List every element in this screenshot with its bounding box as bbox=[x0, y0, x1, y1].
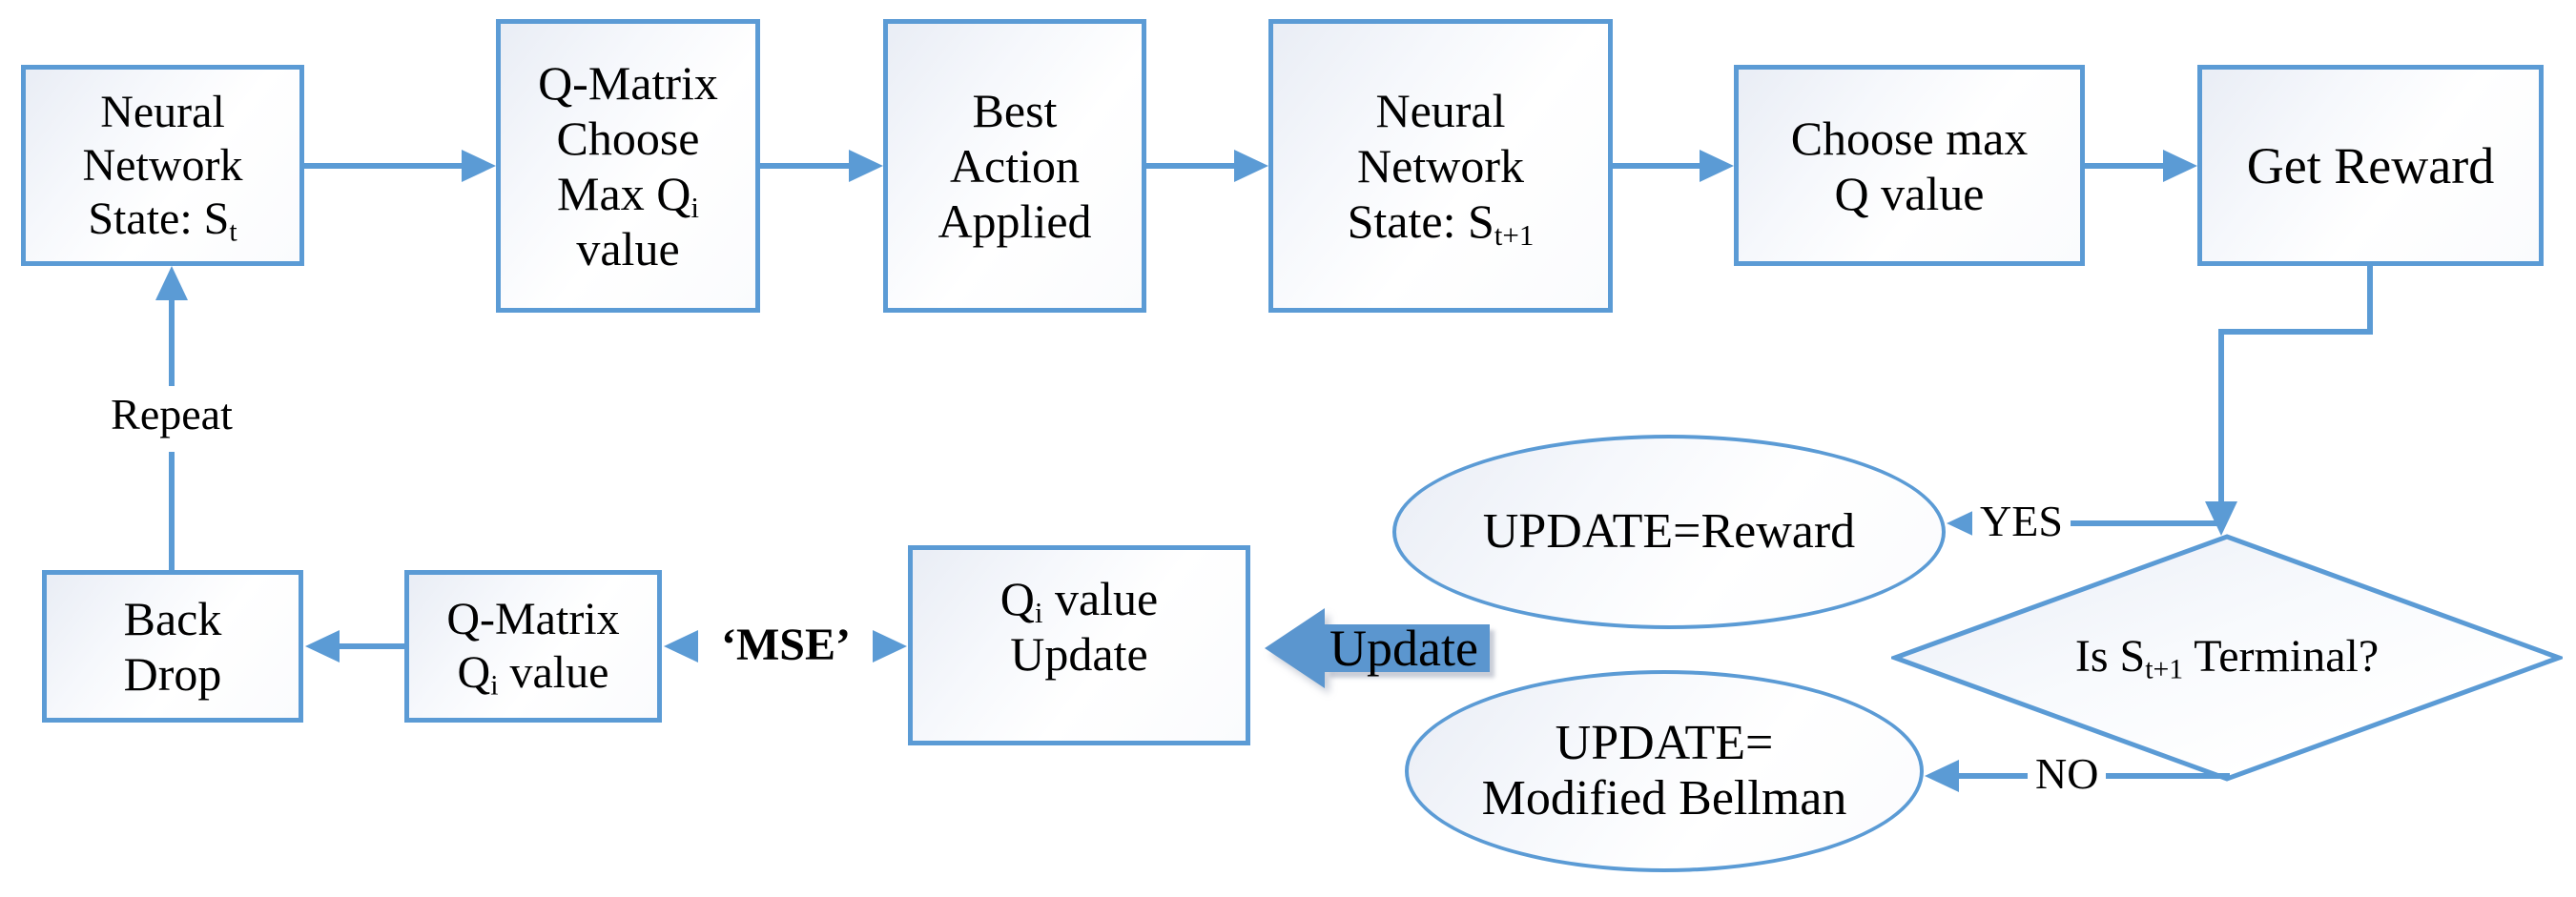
reward-elbow-horizontal bbox=[2218, 329, 2373, 335]
arrowhead-qmatrix-to-action bbox=[849, 150, 883, 182]
no-label: NO bbox=[2028, 750, 2107, 798]
yes-label: YES bbox=[1972, 498, 2071, 545]
update-fat-arrow-body bbox=[1325, 624, 1490, 672]
repeat-line-upper bbox=[169, 298, 175, 386]
arrowhead-state-to-qmatrix bbox=[462, 150, 496, 182]
reward-elbow-drop-1 bbox=[2367, 266, 2373, 335]
reward-elbow-drop-2 bbox=[2218, 329, 2224, 503]
ellipse-update-modified-bellman: UPDATE=Modified Bellman bbox=[1405, 670, 1924, 872]
decision-label: Is St+1 Terminal? bbox=[2074, 631, 2380, 685]
arrowhead-qmatrix-to-backdrop bbox=[305, 630, 340, 663]
arrowhead-action-to-state1 bbox=[1234, 150, 1268, 182]
arrowhead-state1-to-choosemax bbox=[1700, 150, 1734, 182]
arrowhead-choosemax-to-reward bbox=[2163, 150, 2197, 182]
mse-label: ‘MSE’ bbox=[721, 620, 851, 670]
arrowhead-no bbox=[1925, 760, 1959, 792]
arrow-line-state1-to-choosemax bbox=[1613, 163, 1702, 169]
arrow-line-action-to-state1 bbox=[1146, 163, 1237, 169]
decision-diamond-is-terminal bbox=[1887, 533, 2566, 783]
yes-line bbox=[1981, 520, 2224, 526]
arrowhead-mse-right bbox=[873, 630, 907, 663]
box-get-reward: Get Reward bbox=[2197, 65, 2544, 266]
repeat-label: Repeat bbox=[76, 391, 267, 438]
update-fat-arrowhead bbox=[1265, 608, 1325, 688]
arrowhead-repeat-up bbox=[155, 266, 188, 300]
arrowhead-into-diamond bbox=[2205, 501, 2237, 536]
arrow-line-choosemax-to-reward bbox=[2085, 163, 2166, 169]
update-fat-arrow-label: Update bbox=[1329, 620, 1478, 677]
arrow-line-state-to-qmatrix bbox=[304, 163, 466, 169]
diamond-shape bbox=[1887, 534, 2566, 782]
repeat-line-lower bbox=[169, 452, 175, 570]
arrow-line-qmatrix-to-backdrop bbox=[340, 643, 404, 649]
ellipse-update-reward: UPDATE=Reward bbox=[1392, 435, 1946, 629]
arrowhead-mse-left bbox=[664, 630, 698, 663]
arrow-line-qmatrix-to-action bbox=[760, 163, 852, 169]
